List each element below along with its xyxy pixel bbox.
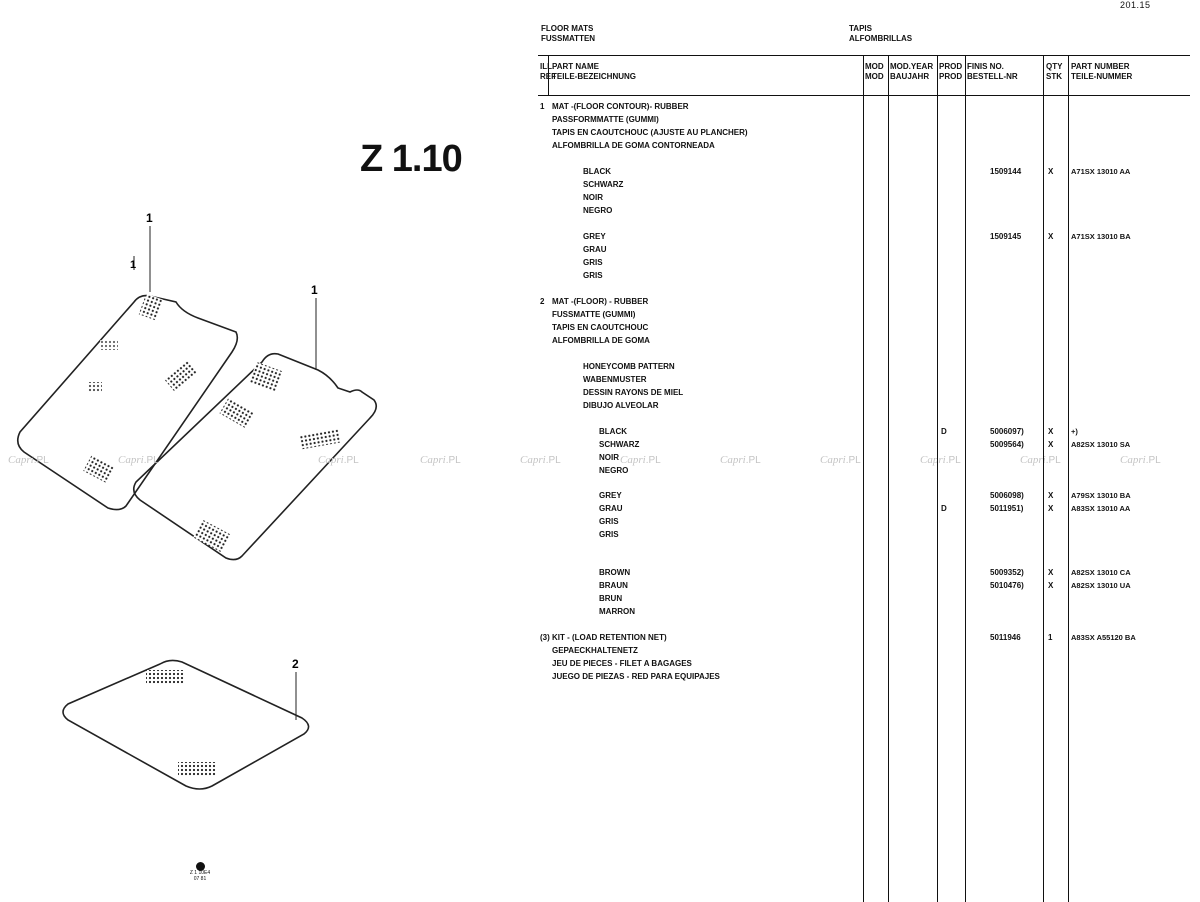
- dotted-texture: [178, 762, 216, 776]
- column-divider: [937, 56, 938, 902]
- watermark: Capri.PL: [620, 454, 661, 466]
- rear-mat: [62, 659, 310, 790]
- row-finis-no: 5011946: [990, 633, 1021, 642]
- column-divider: [888, 56, 889, 902]
- front-mat-right: [132, 352, 378, 561]
- row-qty: X X: [1048, 491, 1054, 513]
- col-header-prod: PROD PROD: [939, 62, 963, 81]
- row-finis-no: 1509145: [990, 232, 1022, 241]
- row-prod: D: [941, 427, 947, 436]
- col-header-mod-year: MOD.YEAR BAUJAHR: [890, 62, 934, 81]
- column-divider: [965, 56, 966, 902]
- callout-number: 1: [311, 283, 318, 297]
- row-ref: (3): [540, 633, 550, 642]
- col-header-mod: MOD MOD: [865, 62, 884, 81]
- col-header-qty: QTY STK: [1046, 62, 1063, 81]
- illustration-marker-icon: [196, 862, 205, 871]
- watermark: Capri.PL: [1020, 454, 1061, 466]
- row-part-number: A83SX A55120 BA: [1071, 633, 1136, 642]
- watermark: Capri.PL: [820, 454, 861, 466]
- illustration-code: Z 1 10E4 07 81: [189, 870, 211, 882]
- dotted-texture: [299, 428, 341, 450]
- watermark: Capri.PL: [520, 454, 561, 466]
- row-part-name: BROWN BRAUN BRUN MARRON: [599, 568, 635, 616]
- row-part-name: GREY GRAU GRIS GRIS: [583, 232, 607, 280]
- row-part-name: GREY GRAU GRIS GRIS: [599, 491, 623, 539]
- row-prod: D: [941, 504, 947, 513]
- dotted-texture: [83, 454, 115, 484]
- watermark: Capri.PL: [8, 454, 49, 466]
- row-finis-no: 5006097) 5009564): [990, 427, 1024, 449]
- row-qty: X: [1048, 232, 1054, 241]
- floor-mat-illustration: 1 1 1 2: [16, 211, 378, 790]
- row-part-name: KIT - (LOAD RETENTION NET) GEPAECKHALTEN…: [552, 633, 720, 681]
- section-code: Z 1.10: [360, 138, 463, 180]
- dotted-texture: [249, 361, 283, 393]
- row-qty: X: [1048, 167, 1054, 176]
- dotted-texture: [219, 397, 255, 429]
- row-ref: 1: [540, 102, 545, 111]
- row-finis-no: 5009352) 5010476): [990, 568, 1024, 590]
- col-header-part-name: PART NAME TEILE-BEZEICHNUNG: [552, 62, 636, 81]
- row-part-number: A71SX 13010 BA: [1071, 232, 1131, 241]
- dotted-texture: [193, 519, 231, 553]
- dotted-texture: [88, 382, 102, 392]
- row-qty: X X: [1048, 568, 1054, 590]
- row-part-name: HONEYCOMB PATTERN WABENMUSTER DESSIN RAY…: [583, 362, 684, 410]
- row-ref: 2: [540, 297, 545, 306]
- row-part-number: A82SX 13010 CA A82SX 13010 UA: [1071, 568, 1131, 590]
- col-header-part-number: PART NUMBER TEILE-NUMMER: [1071, 62, 1133, 81]
- watermark: Capri.PL: [920, 454, 961, 466]
- callout-number: 1: [130, 259, 136, 271]
- row-part-name: MAT -(FLOOR) - RUBBER FUSSMATTE (GUMMI) …: [552, 297, 650, 345]
- callout-number: 1: [146, 211, 153, 225]
- callout-number: 2: [292, 657, 299, 671]
- dotted-texture: [100, 340, 118, 350]
- col-header-finis: FINIS NO. BESTELL-NR: [967, 62, 1018, 81]
- watermark: Capri.PL: [1120, 454, 1161, 466]
- watermark: Capri.PL: [420, 454, 461, 466]
- column-divider: [1068, 56, 1069, 902]
- row-qty: 1: [1048, 633, 1053, 642]
- table-top-rule: [538, 55, 1190, 56]
- row-part-name: BLACK SCHWARZ NOIR NEGRO: [599, 427, 640, 475]
- row-part-number: A71SX 13010 AA: [1071, 167, 1131, 176]
- column-divider: [548, 56, 549, 96]
- watermark: Capri.PL: [318, 454, 359, 466]
- row-qty: X X: [1048, 427, 1054, 449]
- dotted-texture: [138, 293, 164, 321]
- dotted-texture: [164, 360, 198, 392]
- page-number: 201.15: [1120, 0, 1151, 10]
- watermark: Capri.PL: [720, 454, 761, 466]
- column-divider: [863, 56, 864, 902]
- row-finis-no: 1509144: [990, 167, 1022, 176]
- watermark: Capri.PL: [118, 454, 159, 466]
- col-header-ref: ILL. REF: [540, 62, 556, 81]
- row-part-number: A79SX 13010 BA A83SX 13010 AA: [1071, 491, 1131, 513]
- front-mat-left: [16, 294, 239, 511]
- row-part-name: MAT -(FLOOR CONTOUR)- RUBBER PASSFORMMAT…: [552, 102, 748, 150]
- row-part-name: BLACK SCHWARZ NOIR NEGRO: [583, 167, 624, 215]
- row-part-number: +) A82SX 13010 SA: [1071, 427, 1131, 449]
- table-header-rule: [538, 95, 1190, 96]
- row-finis-no: 5006098) 5011951): [990, 491, 1024, 513]
- column-divider: [1043, 56, 1044, 902]
- dotted-texture: [146, 670, 184, 684]
